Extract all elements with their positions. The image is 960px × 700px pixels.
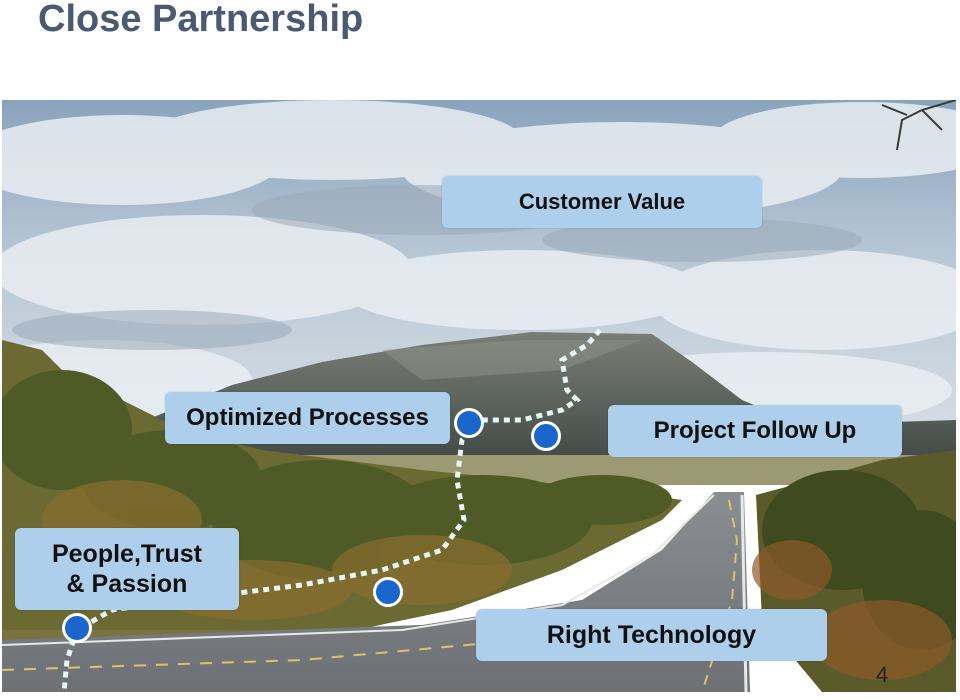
milestone-dot xyxy=(531,421,561,451)
milestone-dot xyxy=(62,613,92,643)
background-photo xyxy=(2,100,956,692)
people-trust-text: People,Trust xyxy=(51,540,203,568)
milestone-dot xyxy=(373,577,403,607)
milestone-dot xyxy=(454,408,484,438)
project-follow-up-label: Project Follow Up xyxy=(608,405,902,457)
optimized-processes-text: Optimized Processes xyxy=(186,403,429,431)
right-technology-label: Right Technology xyxy=(476,609,827,661)
slide-title: Close Partnership xyxy=(38,0,364,40)
journey-path xyxy=(61,328,602,692)
tree-branch xyxy=(881,100,956,151)
project-follow-up-text: Project Follow Up xyxy=(653,416,857,444)
passion-text: & Passion xyxy=(66,570,188,598)
people-trust-passion-label: People,Trust & Passion xyxy=(15,528,239,610)
right-technology-text: Right Technology xyxy=(546,621,757,649)
customer-value-text: Customer Value xyxy=(518,188,686,214)
optimized-processes-label: Optimized Processes xyxy=(165,392,450,444)
customer-value-label: Customer Value xyxy=(442,176,762,228)
page-number: 4 xyxy=(876,662,889,687)
